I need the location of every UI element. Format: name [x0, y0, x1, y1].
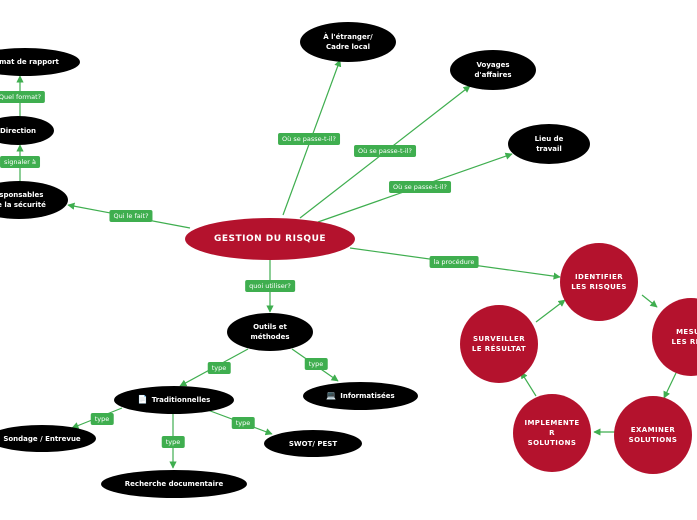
- edge-label-type-2: type: [304, 358, 328, 370]
- node-outils[interactable]: Outils et méthodes: [227, 313, 313, 351]
- node-recherche-label: Recherche documentaire: [124, 480, 224, 488]
- edge-label-type-3: type: [90, 413, 114, 425]
- cycle-surveiller[interactable]: SURVEILLER LE RÉSULTAT: [460, 305, 538, 383]
- edge-surveiller-identifier: [535, 299, 566, 323]
- node-sondage[interactable]: Sondage / Entrevue: [0, 425, 96, 452]
- edge-label-type-5: type: [161, 436, 185, 448]
- node-etranger[interactable]: À l'étranger/ Cadre local: [300, 22, 396, 62]
- cycle-examiner-label-2: SOLUTIONS: [628, 436, 678, 444]
- cycle-identifier[interactable]: IDENTIFIER LES RISQUES: [560, 243, 638, 321]
- edge-label-signaler: signaler à: [0, 156, 40, 168]
- cycle-implementer-label-3: SOLUTIONS: [527, 439, 577, 447]
- edge-label-la-procedure: la procédure: [429, 256, 479, 268]
- node-lieu-label-1: Lieu de: [534, 135, 564, 143]
- node-voyages[interactable]: Voyages d'affaires: [450, 50, 536, 90]
- central-node-label: GESTION DU RISQUE: [213, 234, 327, 244]
- edge-mesurer-examiner: [663, 372, 677, 399]
- node-informatisees[interactable]: 💻 Informatisées: [303, 382, 418, 410]
- node-outils-label-2: méthodes: [250, 333, 290, 341]
- cycle-mesurer-label-1: MESUR: [676, 328, 697, 336]
- cycle-identifier-label-1: IDENTIFIER: [575, 273, 623, 281]
- node-swot-label: SWOT/ PEST: [288, 439, 338, 448]
- edge-label-ou-passe-1: Où se passe-t-il?: [278, 133, 340, 145]
- node-sondage-label: Sondage / Entrevue: [3, 434, 81, 443]
- cycle-identifier-label-2: LES RISQUES: [571, 283, 627, 291]
- laptop-icon: 💻: [326, 391, 337, 400]
- edge-label-ou-passe-2: Où se passe-t-il?: [354, 145, 416, 157]
- node-outils-label-1: Outils et: [253, 323, 287, 331]
- node-responsables-label-1: esponsables: [0, 191, 44, 199]
- node-lieu[interactable]: Lieu de travail: [508, 124, 590, 164]
- node-lieu-label-2: travail: [536, 145, 562, 153]
- edge-label-quoi-utiliser: quoi utiliser?: [245, 280, 295, 292]
- node-etranger-label-2: Cadre local: [326, 43, 370, 51]
- cycle-implementer-label-2: R: [549, 429, 555, 437]
- node-informatisees-label: Informatisées: [340, 392, 395, 400]
- node-direction-label: Direction: [0, 126, 37, 135]
- central-node[interactable]: GESTION DU RISQUE: [185, 218, 355, 260]
- cycle-implementer-label-1: IMPLEMENTE: [524, 419, 580, 427]
- node-traditionnelles[interactable]: 📄 Traditionnelles: [114, 386, 234, 414]
- cycle-implementer[interactable]: IMPLEMENTE R SOLUTIONS: [513, 394, 591, 472]
- edge-implementer-surveiller: [520, 371, 537, 397]
- node-responsables-label-2: de la sécurité: [0, 201, 46, 209]
- cycle-surveiller-label-1: SURVEILLER: [472, 335, 525, 343]
- node-recherche[interactable]: Recherche documentaire: [101, 470, 247, 498]
- edge-label-type-4: type: [231, 417, 255, 429]
- node-voyages-label-2: d'affaires: [474, 71, 512, 79]
- edge-label-type-1: type: [207, 362, 231, 374]
- edge-identifier-mesurer: [641, 294, 658, 308]
- cycle-examiner[interactable]: EXAMINER SOLUTIONS: [614, 396, 692, 474]
- cycle-mesurer-label-2: LES RISQ: [671, 338, 697, 346]
- node-traditionnelles-label: Traditionnelles: [151, 396, 211, 404]
- node-voyages-label-1: Voyages: [476, 61, 510, 69]
- edge-label-quel-format: Quel format?: [0, 91, 46, 103]
- cycle-examiner-label-1: EXAMINER: [630, 426, 676, 434]
- node-etranger-label-1: À l'étranger/: [323, 33, 373, 41]
- node-swot[interactable]: SWOT/ PEST: [264, 430, 362, 457]
- edge-label-qui-le-fait: Qui le fait?: [109, 210, 153, 222]
- cycle-surveiller-label-2: LE RÉSULTAT: [471, 345, 527, 353]
- document-icon: 📄: [137, 395, 148, 404]
- edge-label-ou-passe-3: Où se passe-t-il?: [389, 181, 451, 193]
- node-format-rapport-label: ...mat de rapport: [0, 58, 59, 66]
